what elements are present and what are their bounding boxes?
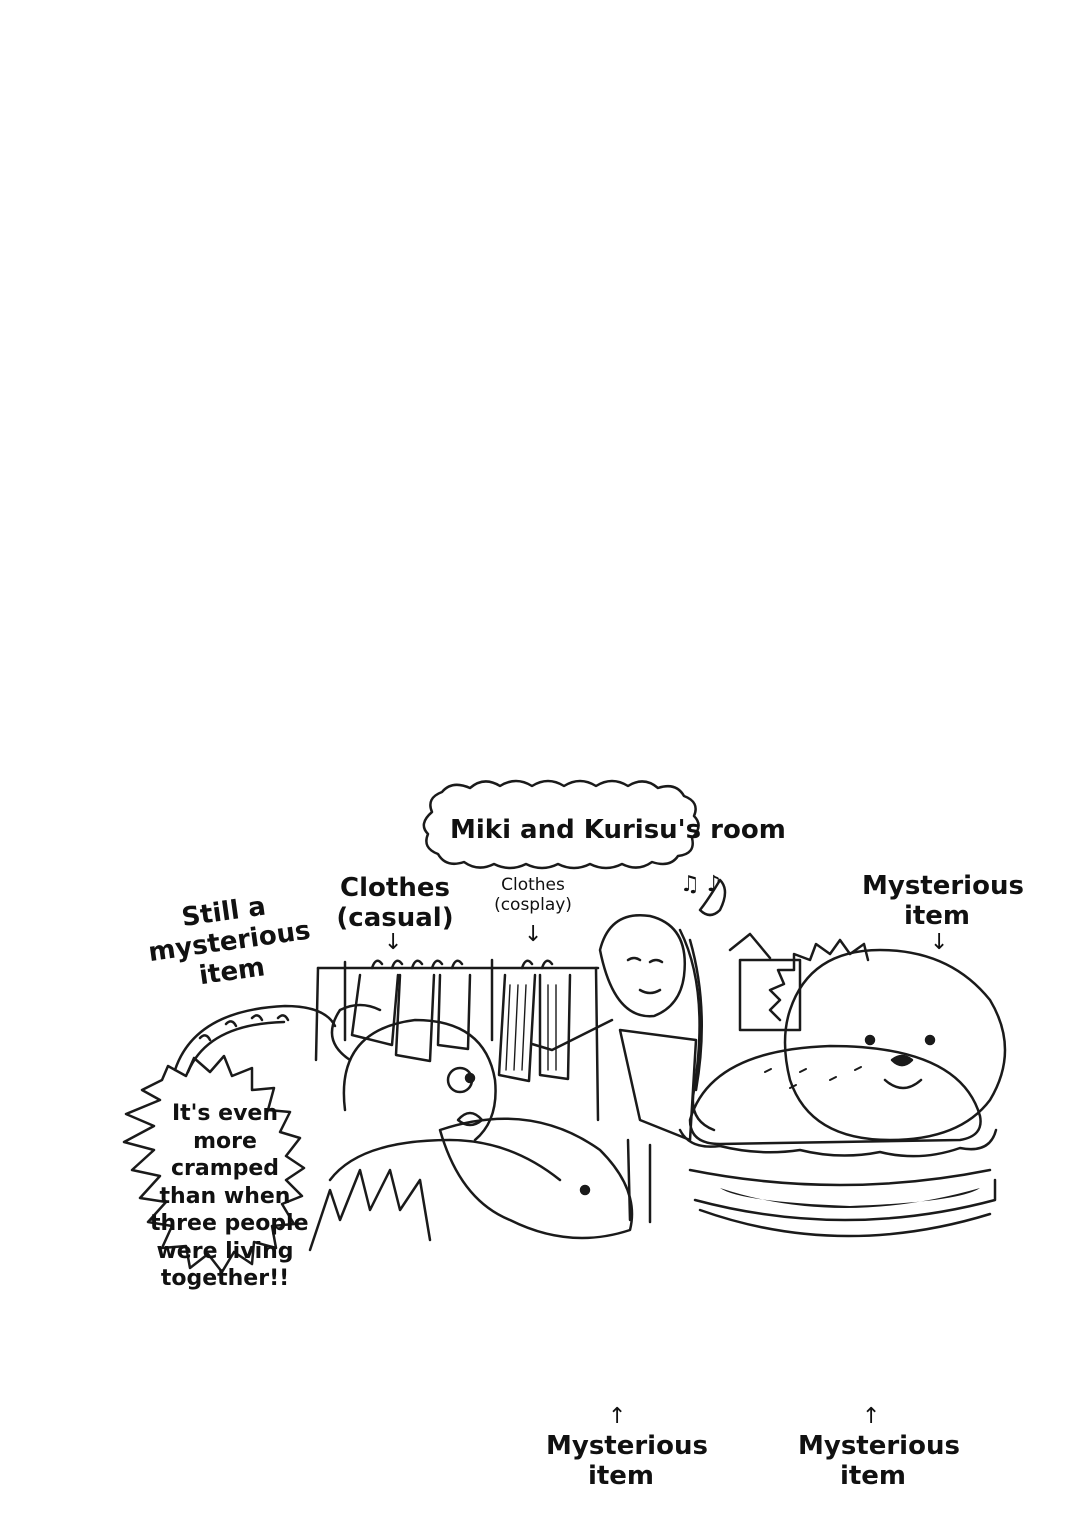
down-arrow-glyph: ↓ [524, 922, 543, 947]
speech-bubble-outline [122, 1054, 306, 1274]
music-note-glyph: ♫ ♪ [680, 872, 721, 897]
up-arrow-icon: ↑ [608, 1404, 626, 1429]
clothes-cosplay-label: Clothes (cosplay) [478, 875, 588, 915]
speech-line-7: together!! [160, 1266, 290, 1291]
mysterious-item-top-right-label: Mysterious item [862, 871, 1024, 932]
up-arrow-glyph: ↑ [608, 1404, 627, 1429]
room-title-caption: Miki and Kurisu's room [450, 815, 786, 846]
clothes-cosplay-line-2: (cosplay) [494, 894, 572, 915]
up-arrow-icon: ↑ [862, 1404, 880, 1429]
speech-line-3: cramped [170, 1156, 280, 1181]
music-note-icon: ♫ ♪ [680, 872, 721, 897]
mysterious-top-right-line-2: item [903, 900, 971, 931]
mysterious-bottom-center-line-2: item [587, 1460, 655, 1491]
speech-line-5: three people [150, 1211, 309, 1236]
down-arrow-glyph: ↓ [384, 930, 403, 955]
mysterious-bottom-right-line-1: Mysterious [798, 1431, 960, 1461]
speech-line-1: It's even [171, 1101, 279, 1126]
speech-line-2: more [193, 1128, 257, 1154]
speech-line-6: were living [156, 1238, 294, 1264]
clothes-cosplay-line-1: Clothes [501, 875, 565, 895]
clothes-casual-line-2: (casual) [336, 902, 454, 933]
speech-bubble-text: It's even more cramped than when three p… [150, 1100, 309, 1293]
mysterious-item-bottom-right-label: Mysterious item [798, 1431, 960, 1492]
down-arrow-icon: ↓ [384, 930, 402, 955]
room-title-text: Miki and Kurisu's room [450, 815, 786, 845]
mysterious-top-right-line-1: Mysterious [862, 871, 1024, 901]
mysterious-bottom-right-line-2: item [839, 1460, 907, 1491]
clothes-casual-line-1: Clothes [340, 873, 450, 903]
down-arrow-icon: ↓ [930, 930, 948, 955]
mysterious-item-bottom-center-label: Mysterious item [546, 1431, 708, 1492]
up-arrow-glyph: ↑ [862, 1404, 881, 1429]
mysterious-bottom-center-line-1: Mysterious [546, 1431, 708, 1461]
down-arrow-icon: ↓ [524, 922, 542, 947]
down-arrow-glyph: ↓ [930, 930, 949, 955]
title-cloud-bubble [422, 779, 700, 870]
speech-line-4: than when [159, 1183, 291, 1209]
clothes-casual-label: Clothes (casual) [330, 873, 460, 934]
